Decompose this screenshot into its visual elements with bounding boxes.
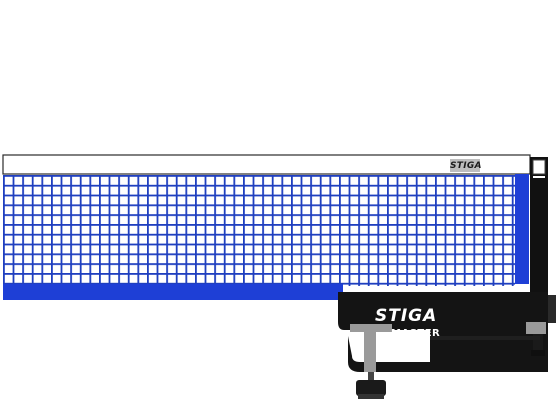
net-post	[530, 157, 548, 295]
net-side-band	[515, 174, 529, 284]
clamp-stripe	[430, 336, 540, 340]
clamp-brand-label: STIGA	[375, 306, 438, 326]
net-bottom-band	[3, 284, 343, 300]
post-screw	[531, 334, 545, 356]
net-brand-tag	[450, 159, 480, 172]
clamp-screw	[350, 324, 392, 399]
clamp-model-label: MASTER	[391, 328, 441, 339]
net-mesh	[3, 175, 515, 286]
net-tag-label: STIGA	[450, 161, 482, 171]
